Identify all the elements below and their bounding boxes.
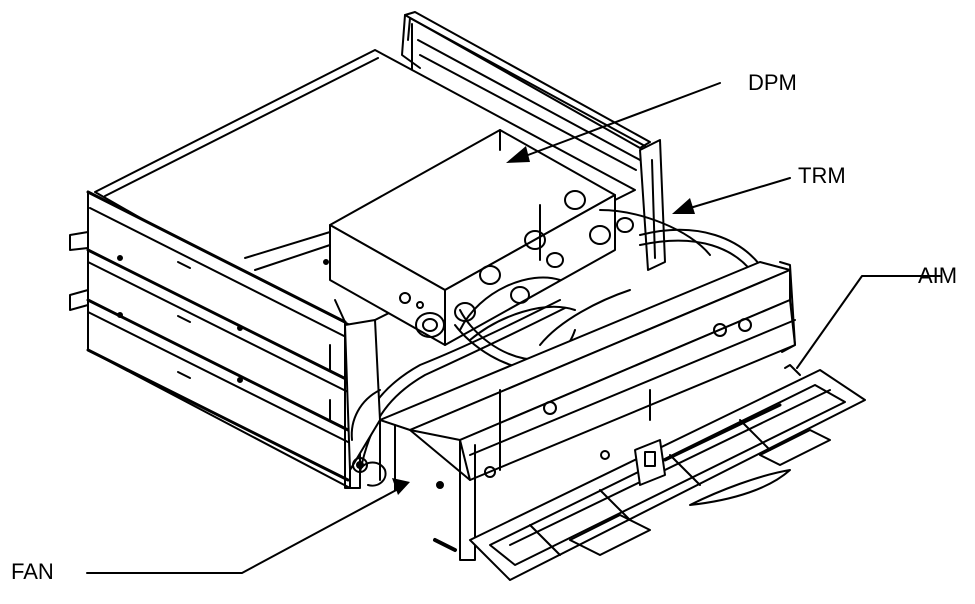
front-rail — [379, 261, 796, 561]
leaders — [86, 82, 941, 574]
trm-arrowhead — [672, 198, 695, 214]
trm-leader — [689, 177, 791, 209]
label-trm: TRM — [798, 163, 846, 188]
dpm-module — [244, 129, 616, 346]
label-aim: AIM — [918, 263, 958, 288]
top-rail — [401, 11, 651, 171]
dpm-leader — [519, 82, 721, 159]
right-frame — [639, 139, 666, 271]
label-dpm: DPM — [748, 70, 797, 95]
fan-arrowhead — [392, 478, 410, 495]
chassis-body — [69, 49, 636, 489]
aim-tray — [469, 364, 866, 581]
aim-leader — [796, 275, 941, 369]
label-fan: FAN — [11, 559, 54, 584]
dpm-arrowhead — [506, 146, 530, 163]
fan-housing — [344, 319, 387, 487]
fan-leader — [86, 487, 401, 574]
